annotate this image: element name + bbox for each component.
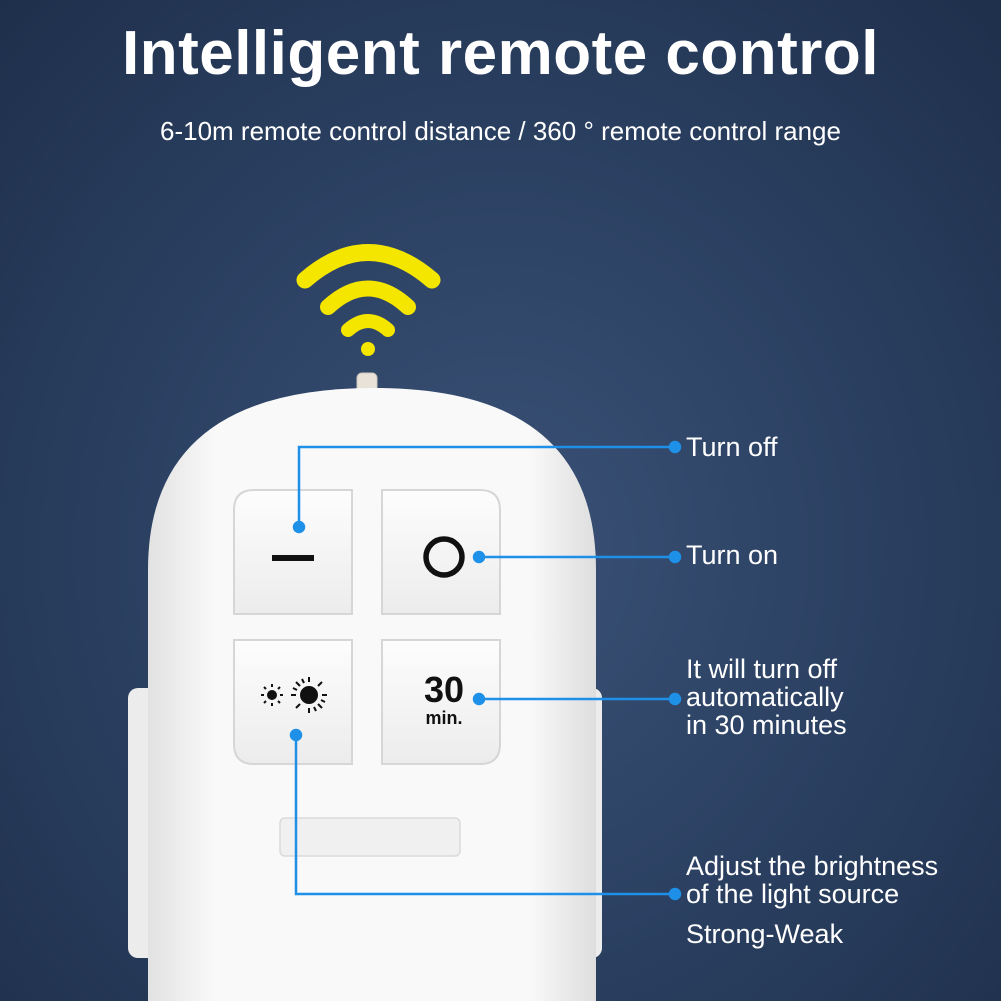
callout-timer-line3: in 30 minutes [686, 710, 847, 740]
remote-body [148, 388, 596, 1001]
on-button[interactable] [381, 489, 501, 615]
callout-timer-line2: automatically [686, 682, 844, 712]
callout-turn-on: Turn on [686, 540, 779, 570]
off-button[interactable] [233, 489, 353, 615]
callout-brightness: Adjust the brightness of the light sourc… [686, 852, 938, 948]
timer-number: 30 [424, 669, 464, 710]
page-subtitle: 6-10m remote control distance / 360 ° re… [160, 116, 841, 146]
callout-brightness-line3: Strong-Weak [686, 919, 844, 949]
timer-unit: min. [425, 708, 462, 728]
circle-icon [423, 536, 465, 578]
brightness-button[interactable] [233, 639, 353, 765]
label-recess [279, 817, 461, 857]
page-title: Intelligent remote control [121, 19, 880, 88]
timer-button[interactable]: 30 min. [381, 639, 501, 765]
callout-timer-line1: It will turn off [686, 654, 838, 684]
callout-turn-off: Turn off [686, 432, 778, 462]
wifi-signal-icon [296, 244, 441, 356]
leader-lines [289, 440, 682, 901]
callout-brightness-line2: of the light source [686, 879, 900, 909]
brightness-icon [261, 677, 327, 713]
callout-brightness-line1: Adjust the brightness [686, 851, 939, 881]
callout-timer: It will turn off automatically in 30 min… [686, 655, 847, 739]
minus-icon [272, 555, 314, 561]
